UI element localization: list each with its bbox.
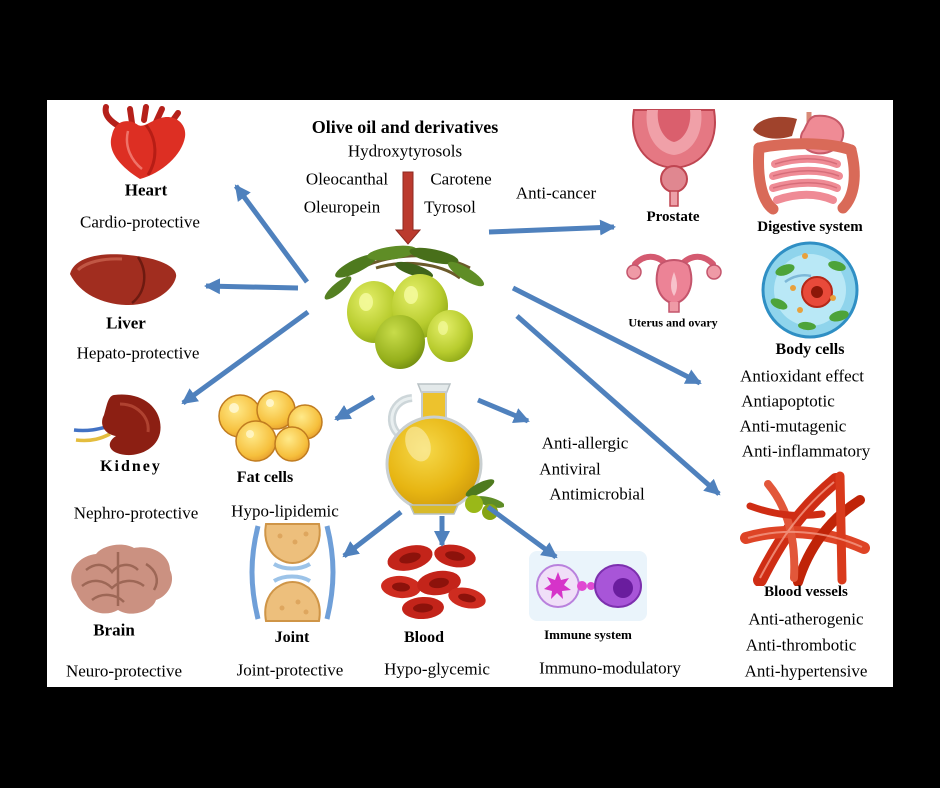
compound-oleuropein: Oleuropein xyxy=(303,197,381,217)
brain-icon xyxy=(71,544,173,614)
immune-system-icon xyxy=(529,551,647,621)
olives-icon xyxy=(324,245,485,369)
blood-label: Blood xyxy=(403,629,445,647)
blood-vessels-label: Blood vessels xyxy=(764,583,848,600)
oil-jug-image xyxy=(362,370,504,520)
brain-effect: Neuro-protective xyxy=(65,661,183,681)
olive-oil-jug-icon xyxy=(385,383,504,520)
immune-system-effect: Immuno-modulatory xyxy=(539,658,681,678)
uterus-ovary-icon xyxy=(626,253,722,313)
blood-vessels-image xyxy=(736,466,874,586)
heart-icon xyxy=(102,104,186,179)
blood-vessels-effect-antihypertensive: Anti-hypertensive xyxy=(744,661,868,681)
prostate-icon xyxy=(632,109,716,207)
compound-carotene: Carotene xyxy=(430,169,492,189)
olives-image xyxy=(318,236,490,374)
joint-label: Joint xyxy=(274,629,310,647)
heart-image xyxy=(88,103,206,183)
heart-label: Heart xyxy=(124,180,168,200)
liver-icon xyxy=(70,254,177,306)
liver-label: Liver xyxy=(106,313,146,333)
blood-vessels-effect-antiatherogenic: Anti-atherogenic xyxy=(748,609,864,629)
brain-label: Brain xyxy=(93,620,135,640)
body-cells-label: Body cells xyxy=(775,341,845,359)
body-cells-effect-antiapoptotic: Antiapoptotic xyxy=(741,391,835,411)
liver-effect: Hepato-protective xyxy=(76,343,200,363)
body-cells-effect-antioxidant: Antioxidant effect xyxy=(740,366,864,386)
blood-effect: Hypo-glycemic xyxy=(384,659,490,679)
blood-vessels-effect-antithrombotic: Anti-thrombotic xyxy=(745,635,857,655)
joint-icon xyxy=(249,523,336,622)
compound-hydroxytyrosols: Hydroxytyrosols xyxy=(347,141,463,161)
anti-cancer-label: Anti-cancer xyxy=(515,183,597,203)
antiviral-label: Antiviral xyxy=(539,459,601,479)
blood-image xyxy=(375,538,490,623)
diagram-title: Olive oil and derivatives xyxy=(311,117,499,138)
immune-system-image xyxy=(528,550,648,622)
joint-effect: Joint-protective xyxy=(236,660,344,680)
kidney-icon xyxy=(73,394,161,456)
body-cell-icon xyxy=(761,241,859,339)
body-cells-effect-antimutagenic: Anti-mutagenic xyxy=(739,416,847,436)
fat-cells-icon xyxy=(218,390,323,462)
liver-image xyxy=(66,248,181,316)
anti-allergic-label: Anti-allergic xyxy=(541,433,629,453)
digestive-system-icon xyxy=(753,112,860,215)
blood-cells-icon xyxy=(381,544,486,620)
body-cells-image xyxy=(745,240,875,340)
brain-image xyxy=(62,540,177,625)
prostate-image xyxy=(622,106,726,208)
blood-vessels-icon xyxy=(740,471,870,586)
uterus-ovary-label: Uterus and ovary xyxy=(628,315,718,330)
heart-effect: Cardio-protective xyxy=(80,212,200,232)
joint-image xyxy=(240,520,345,625)
compound-oleocanthal: Oleocanthal xyxy=(305,169,389,189)
prostate-label: Prostate xyxy=(646,208,700,225)
fat-cells-image xyxy=(208,390,326,464)
fat-cells-effect: Hypo-lipidemic xyxy=(231,501,339,521)
kidney-image xyxy=(58,390,170,460)
immune-system-label: Immune system xyxy=(544,626,632,642)
uterus-ovary-image xyxy=(625,242,723,314)
kidney-effect: Nephro-protective xyxy=(73,503,199,523)
compound-tyrosol: Tyrosol xyxy=(424,197,476,217)
body-cells-effect-antiinflammatory: Anti-inflammatory xyxy=(741,441,871,461)
digestive-system-label: Digestive system xyxy=(757,218,863,235)
kidney-label: Kidney xyxy=(100,458,162,476)
antimicrobial-label: Antimicrobial xyxy=(549,484,645,504)
digestive-system-image xyxy=(745,110,880,218)
fat-cells-label: Fat cells xyxy=(236,469,294,487)
